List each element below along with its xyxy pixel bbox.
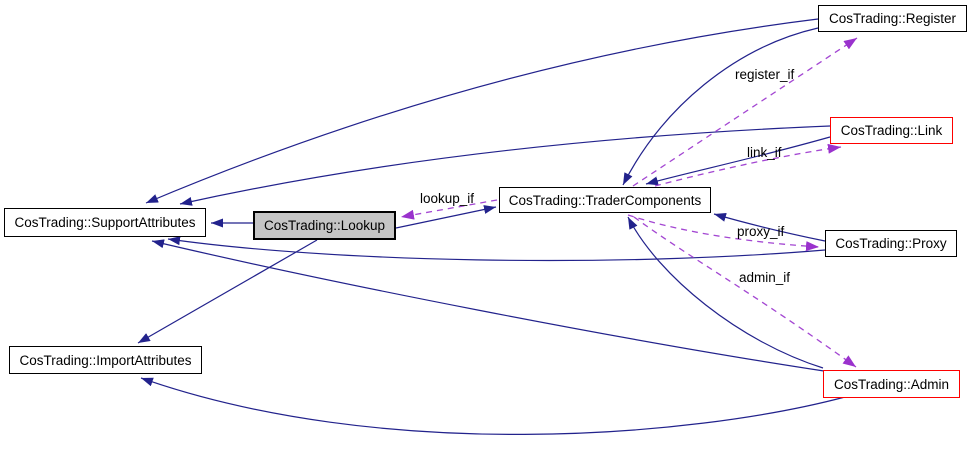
edge-label-proxy-if: proxy_if bbox=[737, 224, 785, 239]
edge-usage-proxy-if bbox=[627, 214, 820, 252]
node-label: CosTrading::Link bbox=[840, 123, 943, 138]
node-costrading-link[interactable]: CosTrading::Link bbox=[830, 117, 953, 144]
node-costrading-tradercomponents[interactable]: CosTrading::TraderComponents bbox=[499, 187, 711, 213]
edge-admin-to-tradercomponents bbox=[627, 216, 824, 369]
node-costrading-proxy[interactable]: CosTrading::Proxy bbox=[825, 230, 957, 257]
edge-label-admin-if: admin_if bbox=[739, 270, 791, 285]
node-label: CosTrading::SupportAttributes bbox=[14, 215, 196, 230]
node-label: CosTrading::TraderComponents bbox=[508, 192, 702, 208]
node-label: CosTrading::ImportAttributes bbox=[19, 352, 192, 368]
edge-usage-lookup-if bbox=[400, 199, 498, 220]
node-label: CosTrading::Lookup bbox=[263, 218, 386, 233]
edge-proxy-to-tradercomponents bbox=[713, 213, 826, 242]
edge-register-to-supportattributes bbox=[145, 18, 819, 204]
edge-proxy-to-supportattributes bbox=[167, 236, 826, 262]
node-costrading-lookup: CosTrading::Lookup bbox=[253, 211, 396, 240]
node-label: CosTrading::Admin bbox=[833, 376, 950, 392]
node-label: CosTrading::Register bbox=[828, 11, 957, 26]
edge-lookup-to-importattributes bbox=[137, 239, 318, 344]
edge-admin-to-importattributes bbox=[140, 377, 846, 435]
edge-usage-register-if bbox=[632, 37, 858, 187]
edge-admin-to-supportattributes bbox=[151, 239, 825, 372]
edge-usage-link-if bbox=[654, 143, 842, 187]
edge-usage-admin-if bbox=[633, 216, 857, 368]
node-label: CosTrading::Proxy bbox=[835, 236, 947, 251]
edge-lookup-to-tradercomponents bbox=[395, 205, 497, 229]
edge-register-to-tradercomponents bbox=[622, 27, 819, 186]
node-costrading-register[interactable]: CosTrading::Register bbox=[818, 5, 967, 32]
edge-label-lookup-if: lookup_if bbox=[420, 191, 475, 206]
edge-link-to-supportattributes bbox=[179, 125, 831, 206]
edge-label-link-if: link_if bbox=[747, 145, 782, 160]
edge-label-register-if: register_if bbox=[735, 67, 795, 82]
node-costrading-importattributes[interactable]: CosTrading::ImportAttributes bbox=[9, 346, 202, 374]
edge-link-to-tradercomponents bbox=[645, 136, 831, 186]
node-costrading-admin[interactable]: CosTrading::Admin bbox=[823, 370, 960, 398]
node-costrading-supportattributes[interactable]: CosTrading::SupportAttributes bbox=[4, 208, 206, 237]
